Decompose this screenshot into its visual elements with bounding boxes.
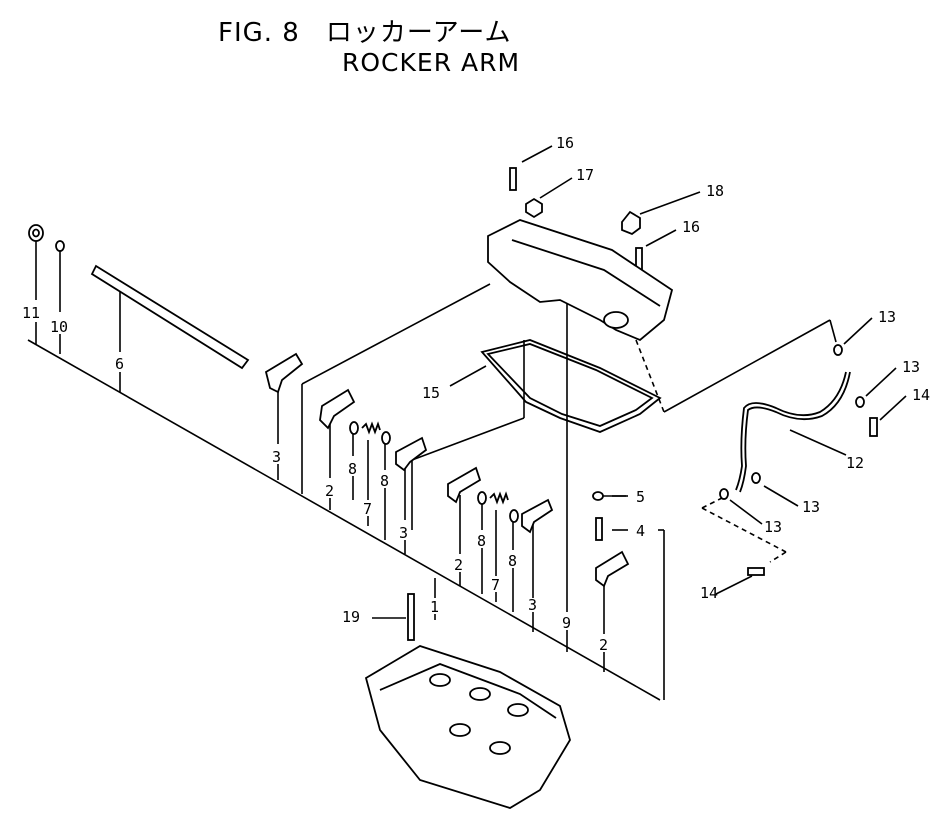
- callout-8: 8: [348, 460, 357, 478]
- callout-5: 5: [636, 488, 645, 506]
- leader-lines: [27, 145, 907, 701]
- callout-19: 19: [342, 608, 360, 626]
- callout-15: 15: [422, 384, 440, 402]
- figure-title-japanese: ロッカーアーム: [325, 18, 512, 48]
- figure-title: FIG. 8 ロッカーアーム: [218, 12, 511, 49]
- callout-6: 6: [115, 355, 124, 373]
- part-6-rocker-shaft: [90, 264, 250, 370]
- callout-13: 13: [902, 358, 920, 376]
- callout-2: 2: [325, 482, 334, 500]
- callout-11: 11: [22, 304, 40, 322]
- rocker-arm-2c: [595, 550, 630, 588]
- figure-number: FIG. 8: [218, 18, 300, 48]
- part-10-oring: [55, 240, 65, 252]
- callout-9: 9: [562, 614, 571, 632]
- callout-3: 3: [528, 596, 537, 614]
- parts: [28, 167, 878, 809]
- part-12-oil-pipe: [735, 371, 847, 491]
- part-18-cap-nut: [621, 210, 641, 236]
- callout-2: 2: [599, 636, 608, 654]
- callout-12: 12: [846, 454, 864, 472]
- rocker-arm-3b: [395, 436, 428, 472]
- callout-13: 13: [878, 308, 896, 326]
- base-line: [27, 339, 661, 701]
- part-15-gasket: [480, 339, 662, 433]
- rocker-arm-3a: [264, 352, 304, 394]
- callout-16: 16: [682, 218, 700, 236]
- callout-13: 13: [764, 518, 782, 536]
- callout-10: 10: [50, 318, 68, 336]
- figure-title-english: ROCKER ARM: [342, 48, 521, 77]
- callout-1: 1: [430, 598, 439, 616]
- callout-13: 13: [802, 498, 820, 516]
- callout-labels: 16 17 18 16 11 10 6 15 13 13 14 12 3 2 8…: [22, 134, 930, 654]
- callout-7: 7: [363, 500, 372, 518]
- callout-8: 8: [508, 552, 517, 570]
- part-17-nut: [525, 197, 543, 219]
- callout-2: 2: [454, 556, 463, 574]
- spring-7a: [361, 421, 381, 435]
- part-5-nut: [592, 491, 604, 501]
- callout-3: 3: [272, 448, 281, 466]
- callout-4: 4: [636, 522, 645, 540]
- part-19-stud: [407, 593, 415, 641]
- part-14-bolt-b: [747, 567, 765, 576]
- callout-14: 14: [700, 584, 718, 602]
- part-16-bolt-a: [509, 167, 517, 191]
- callout-14: 14: [912, 386, 930, 404]
- spring-7b: [489, 491, 509, 505]
- rocker-arm-3c: [521, 498, 554, 534]
- callout-3: 3: [399, 524, 408, 542]
- callout-8: 8: [477, 532, 486, 550]
- callout-16: 16: [556, 134, 574, 152]
- part-4-adjust-screw: [595, 517, 603, 541]
- part-14-bolt-a: [869, 417, 878, 437]
- part-9-rocker-bracket: [487, 219, 674, 342]
- callout-7: 7: [491, 576, 500, 594]
- rocker-arm-2b: [447, 466, 482, 504]
- rocker-arm-2a: [319, 388, 356, 430]
- callout-17: 17: [576, 166, 594, 184]
- callout-18: 18: [706, 182, 724, 200]
- callout-8: 8: [380, 472, 389, 490]
